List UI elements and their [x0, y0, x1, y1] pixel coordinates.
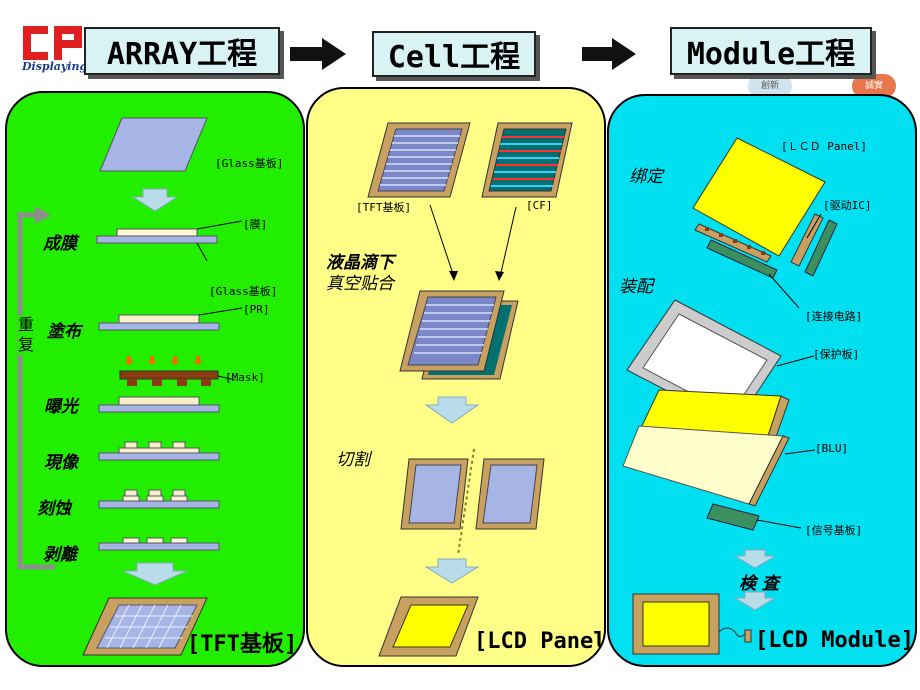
- down-arrow-icon: [424, 396, 480, 424]
- bonding-label: 绑定: [629, 167, 663, 187]
- assembly-line-1: 液晶滴下: [326, 253, 394, 273]
- cut-label: 切割: [336, 450, 370, 470]
- film-label: [膜]: [243, 218, 268, 231]
- company-logo: Displaying: [20, 18, 90, 76]
- step-coat: 塗布: [47, 322, 81, 342]
- module-graphics: [622, 137, 838, 655]
- glass-label: [Glass基板]: [215, 157, 284, 170]
- blu-label: [BLU]: [815, 442, 849, 455]
- signal-label: [信号基板]: [805, 524, 863, 537]
- inspect-label: 検 査: [739, 574, 779, 594]
- module-result-label: [LCD Module]: [755, 628, 914, 653]
- tft-label: [TFT基板]: [356, 201, 412, 214]
- down-arrow-icon: [122, 562, 188, 586]
- connect-label: [连接电路]: [805, 310, 863, 323]
- down-arrow-icon: [424, 558, 480, 584]
- assembly-line-2: 真空贴合: [326, 274, 394, 294]
- light-arrows-icon: [124, 356, 203, 365]
- down-arrow-icon: [131, 188, 179, 212]
- repeat-label: 重复: [18, 315, 36, 355]
- mask-label: [Mask]: [225, 371, 265, 384]
- cell-panel: [TFT基板] [CF] 液晶滴下 真空贴合 切割 [LCD Panel]: [306, 87, 606, 667]
- arrow-array-to-cell-icon: [290, 38, 346, 70]
- header-cell: Cell工程: [372, 31, 536, 77]
- driver-ic-icon: [790, 213, 824, 267]
- cell-result-label: [LCD Panel]: [474, 629, 606, 654]
- array-graphics: [17, 117, 243, 656]
- logo-caption: Displaying: [22, 60, 88, 73]
- mask-icon: [119, 370, 219, 380]
- assembly-label: 装配: [619, 277, 653, 297]
- glass-label-2: [Glass基板]: [209, 285, 278, 298]
- down-arrow-icon: [733, 549, 777, 569]
- step-strip: 剥離: [43, 545, 77, 565]
- header-array: ARRAY工程: [84, 27, 280, 75]
- step-develop: 現像: [44, 453, 78, 473]
- signal-board-icon: [706, 503, 760, 531]
- protect-label: [保护板]: [813, 348, 860, 361]
- array-result-label: [TFT基板]: [187, 632, 298, 657]
- step-etch: 刻蚀: [37, 499, 71, 519]
- step-film: 成膜: [43, 234, 77, 254]
- repeat-arrow-icon: [35, 206, 51, 224]
- logo-mark-icon: [23, 26, 82, 60]
- array-panel: [Glass基板] [膜] [Glass基板] [PR] [Mask] 成膜 塗…: [5, 91, 305, 667]
- header-arrows: [290, 38, 636, 70]
- cf-label: [CF]: [526, 199, 553, 212]
- lcd-panel-label: [ＬＣＤ Panel]: [781, 140, 867, 153]
- pr-label: [PR]: [243, 303, 270, 316]
- arrow-cell-to-module-icon: [582, 38, 636, 70]
- module-panel: [ＬＣＤ Panel] 绑定 [驱动IC] [连接电路] 装配 [保护板] [B…: [607, 94, 917, 667]
- step-expose: 曝光: [44, 397, 78, 417]
- header-module: Module工程: [670, 27, 872, 75]
- glass-substrate-icon: [99, 117, 208, 172]
- lcd-panel-icon: [692, 137, 826, 257]
- down-arrow-icon: [733, 591, 777, 611]
- driver-ic-label: [驱动IC]: [823, 199, 872, 212]
- cell-graphics: [367, 122, 573, 657]
